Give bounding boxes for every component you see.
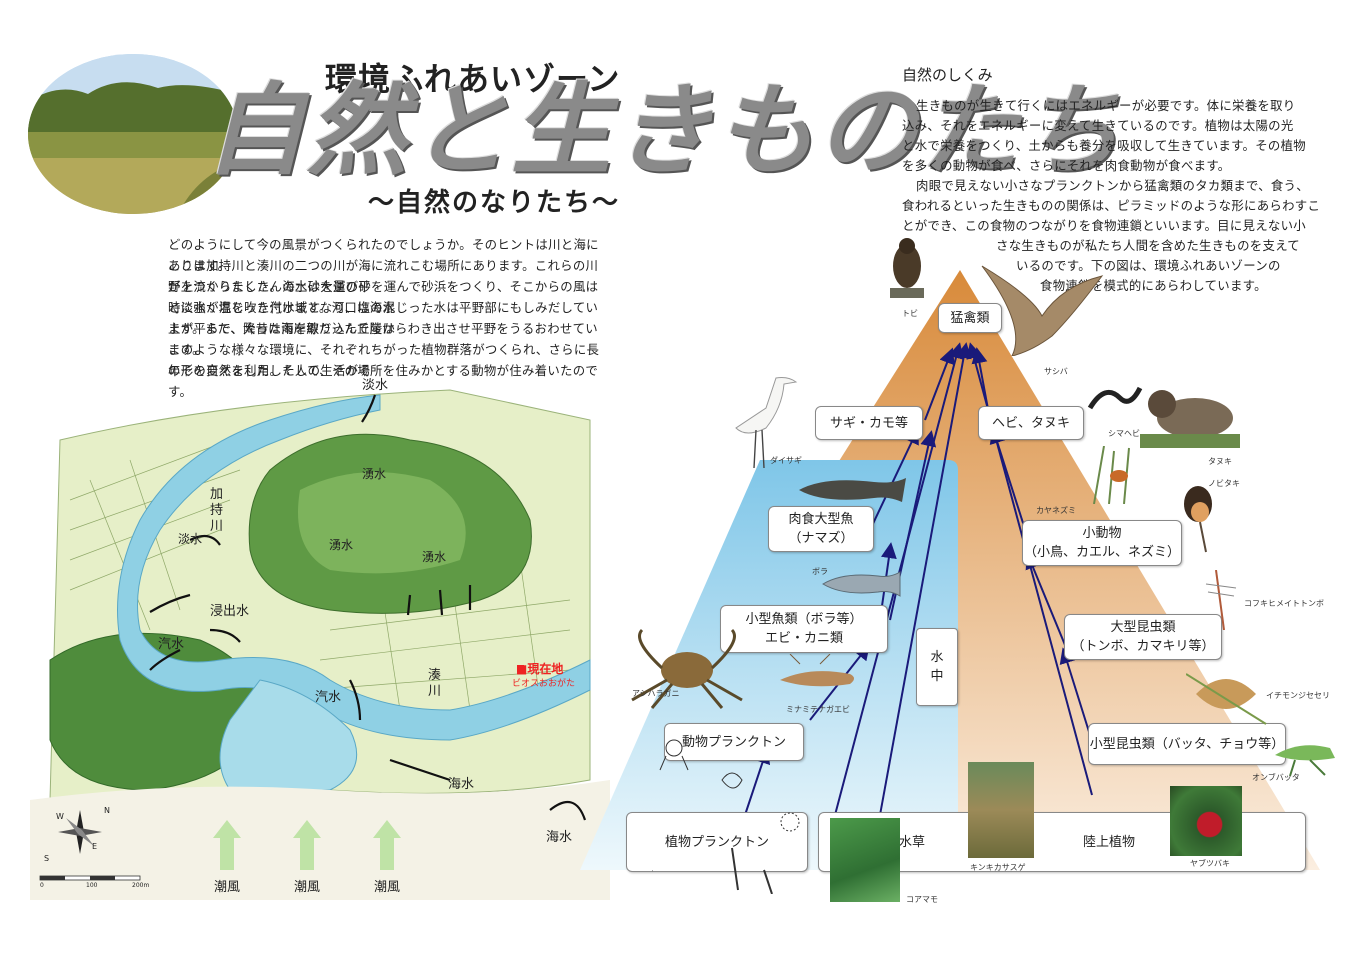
level-zooplankton: 動物プランクトン xyxy=(664,723,804,761)
system-line-8: さな生きものが私たち人間を含めた生きものを支えて xyxy=(996,238,1300,253)
species-stonechat: ノビタキ xyxy=(1208,479,1240,488)
label-wind-3: 潮風 xyxy=(374,880,401,895)
label-brackish-left: 汽水 xyxy=(158,637,185,652)
level-big-fish: 肉食大型魚 （ナマズ） xyxy=(768,506,874,552)
label-wind-1: 潮風 xyxy=(214,880,241,895)
catfish-icon xyxy=(799,478,906,502)
label-wind-2: 潮風 xyxy=(294,880,321,895)
level-land-plant: 陸上植物 xyxy=(1083,834,1136,850)
eelgrass-photo xyxy=(830,818,900,902)
label-spring-3: 湧水 xyxy=(422,550,447,564)
skipper-icon xyxy=(1186,673,1267,725)
scale-100: 100 xyxy=(86,882,98,889)
label-river-minato: 湊川 xyxy=(428,668,442,699)
system-line-1: 生きものが生きて行くにはエネルギーが必要です。体に栄養を取り xyxy=(916,98,1296,113)
area-map xyxy=(30,389,610,900)
label-brackish-center: 汽水 xyxy=(315,690,342,705)
mullet-icon xyxy=(822,571,901,597)
species-grasshopper: オンブバッタ xyxy=(1252,773,1300,782)
system-line-6: 食われるといった生きものの関係は、ピラミッドのような形にあらわすこ xyxy=(902,198,1321,213)
system-title: 自然のしくみ xyxy=(902,66,993,84)
crab-icon xyxy=(631,628,743,709)
label-spring-1: 湧水 xyxy=(362,467,387,481)
label-underwater: 水 中 xyxy=(916,628,958,706)
level-small-animal: 小動物 （小鳥、カエル、ネズミ） xyxy=(1022,520,1182,566)
label-spring-2: 湧水 xyxy=(329,538,354,552)
compass-icon xyxy=(58,810,102,854)
intro-line-1: どのようにして今の風景がつくられたのでしょうか。そのヒントは川と海にあります。 xyxy=(168,237,599,273)
intro-line-3: 野をつくりました。海水は大量の砂を運んで砂浜をつくり、そこからの風は時に強く塩を… xyxy=(168,279,599,315)
species-egret: ダイサギ xyxy=(770,456,802,465)
species-prawn: ミナミテナガエビ xyxy=(786,705,850,714)
system-line-7: とができ、この食物のつながりを食物連鎖といいます。目に見えない小 xyxy=(902,218,1306,233)
system-line-4: を多くの動物が食べ、さらにそれを肉食動物が食べます。 xyxy=(902,158,1231,173)
level-small-insect: 小型昆虫類（バッタ、チョウ等） xyxy=(1088,723,1286,765)
water-zone xyxy=(580,460,958,870)
label-freshwater-left: 淡水 xyxy=(178,532,203,546)
species-buzzard: サシバ xyxy=(1044,367,1068,376)
harvest-mouse-icon xyxy=(1093,446,1130,504)
scale-bar xyxy=(39,875,141,881)
current-location-marker xyxy=(517,665,524,672)
species-camellia: ヤブツバキ xyxy=(1190,859,1230,868)
species-kite: トビ xyxy=(902,309,918,318)
system-line-3: と水で栄養をつくり、土からも養分を吸収して生きています。その植物 xyxy=(902,138,1306,153)
zone-subtitle: 環境ふれあいゾーン xyxy=(325,60,621,98)
damselfly-icon xyxy=(1205,570,1237,630)
species-damselfly: コフキヒメイトトンボ xyxy=(1244,599,1324,608)
level-small-fish: 小型魚類（ボラ等） エビ・カニ類 xyxy=(720,605,888,653)
label-river-kamochi: 加持川 xyxy=(210,487,224,534)
label-current-location-sub: ビオスおおがた xyxy=(512,679,576,689)
intro-line-2: ここは加持川と湊川の二つの川が海に流れこむ場所にあります。これらの川が上流からた… xyxy=(168,258,599,294)
compass-n: N xyxy=(104,806,110,815)
sedge-photo xyxy=(968,762,1034,858)
level-snake-tanuki: ヘビ、タヌキ xyxy=(978,406,1084,440)
kite-icon xyxy=(890,238,924,298)
scale-200: 200m xyxy=(132,882,150,889)
intro-line-4: と淡水が混じった汽水域となり、塩の混じった水は平野部にもしみだしています。また、… xyxy=(168,300,599,336)
level-phytoplankton: 植物プランクトン xyxy=(626,812,808,872)
compass-s: S xyxy=(44,854,50,863)
level-raptor: 猛禽類 xyxy=(938,303,1002,333)
intro-line-5: 上が平らで、降った雨を取り込んで崖からわき出させ平野をうるおわせています。 xyxy=(168,321,598,357)
system-line-2: 込み、それをエネルギーに変えて生きているのです。植物は太陽の光 xyxy=(902,118,1294,133)
compass-w: W xyxy=(56,812,64,821)
map-flow-arrows xyxy=(149,394,587,821)
grasshopper-icon xyxy=(1275,745,1335,777)
intro-line-6: このような様々な環境に、それぞれちがった植物群落がつくられ、さらに長年その自然を… xyxy=(168,342,600,378)
snake-icon xyxy=(1087,386,1143,410)
label-seepage: 浸出水 xyxy=(210,604,250,619)
level-big-insect: 大型昆虫類 （トンボ、カマキリ等） xyxy=(1064,614,1222,660)
scale-0: 0 xyxy=(40,882,44,889)
label-seawater-1: 海水 xyxy=(448,777,475,792)
level-water-plant: 水草 xyxy=(899,834,926,850)
page-title: 自然と生きものたち xyxy=(205,71,1123,189)
intro-line-7: の形を変えました。そして、その場所を住みかとする動物が住み着いたのです。 xyxy=(168,363,599,399)
system-line-5: 肉眼で見えない小さなプランクトンから猛禽類のタカ類まで、食う、 xyxy=(916,178,1309,193)
label-freshwater-top: 淡水 xyxy=(362,378,389,393)
level-heron-duck: サギ・カモ等 xyxy=(815,406,923,440)
egret-icon xyxy=(735,377,798,469)
species-crab: アシハラガニ xyxy=(632,689,680,698)
species-mullet: ボラ xyxy=(812,567,828,576)
prawn-icon xyxy=(780,654,854,687)
system-line-9: いるのです。下の図は、環境ふれあいゾーンの xyxy=(1016,258,1281,273)
label-current-location: ■現在地 xyxy=(516,662,564,676)
camellia-photo xyxy=(1170,786,1242,856)
species-harvest-mouse: カヤネズミ xyxy=(1036,506,1076,515)
species-raccoon-dog: タヌキ xyxy=(1208,457,1232,466)
species-striped-snake: シマヘビ xyxy=(1108,429,1140,438)
plankton-icons xyxy=(652,739,800,894)
stonechat-icon xyxy=(1184,486,1212,553)
buzzard-icon xyxy=(981,265,1104,356)
species-skipper: イチモンジセセリ xyxy=(1266,691,1330,700)
species-sedge: キンキカサスゲ xyxy=(970,863,1026,872)
raccoon-dog-icon xyxy=(1140,390,1240,448)
page-tagline: 〜自然のなりたち〜 xyxy=(368,188,621,218)
label-seawater-2: 海水 xyxy=(546,830,573,845)
compass-e: E xyxy=(92,842,98,851)
sea-wind-arrows xyxy=(213,820,401,870)
species-eelgrass: コアマモ xyxy=(906,895,938,904)
